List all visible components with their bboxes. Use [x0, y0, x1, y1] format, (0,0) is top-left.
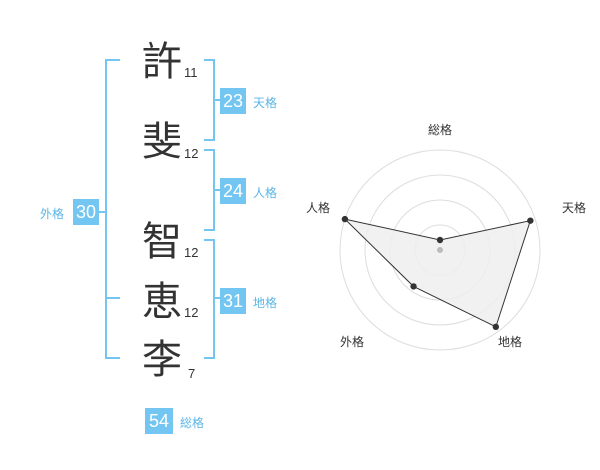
radar-center-point: [437, 247, 443, 253]
radar-axis-label-2: 天格: [562, 200, 586, 215]
stroke-count-5: 7: [188, 366, 196, 381]
name-char-1: 許: [142, 39, 182, 85]
stroke-count-4: 12: [184, 305, 199, 320]
jinkaku-label: 人格: [253, 186, 278, 200]
radar-point-1: [436, 236, 444, 244]
radar-grid-ring: [339, 149, 541, 351]
name-char-5: 李: [142, 337, 182, 383]
soukaku-score-badge: 54: [145, 408, 173, 434]
name-char-3: 智: [142, 219, 182, 265]
chikaku-label: 地格: [253, 296, 278, 310]
name-char-4: 恵: [142, 279, 182, 325]
radar-point-2: [527, 217, 534, 224]
tenkaku-score-badge: 23: [220, 88, 246, 114]
gaikaku-score-badge: 30: [73, 199, 99, 225]
name-char-2: 斐: [142, 119, 182, 165]
radar-axis-label-3: 地格: [498, 334, 522, 349]
stroke-count-3: 12: [184, 245, 199, 260]
tenkaku-label: 天格: [253, 96, 278, 110]
jinkaku-score-badge: 24: [220, 178, 246, 204]
soukaku-label: 総格: [180, 416, 205, 430]
gaikaku-label: 外格: [40, 207, 65, 221]
radar-data-polygon: [343, 218, 532, 328]
stroke-count-1: 11: [184, 65, 198, 80]
radar-axis-label-1: 総格: [428, 122, 452, 137]
radar-point-4: [410, 283, 417, 290]
radar-point-3: [492, 323, 500, 331]
radar-point-5: [341, 215, 349, 223]
radar-axis-label-4: 外格: [340, 334, 364, 349]
stroke-count-2: 12: [184, 146, 199, 161]
chikaku-score-badge: 31: [220, 288, 246, 314]
radar-axis-label-5: 人格: [306, 200, 330, 215]
